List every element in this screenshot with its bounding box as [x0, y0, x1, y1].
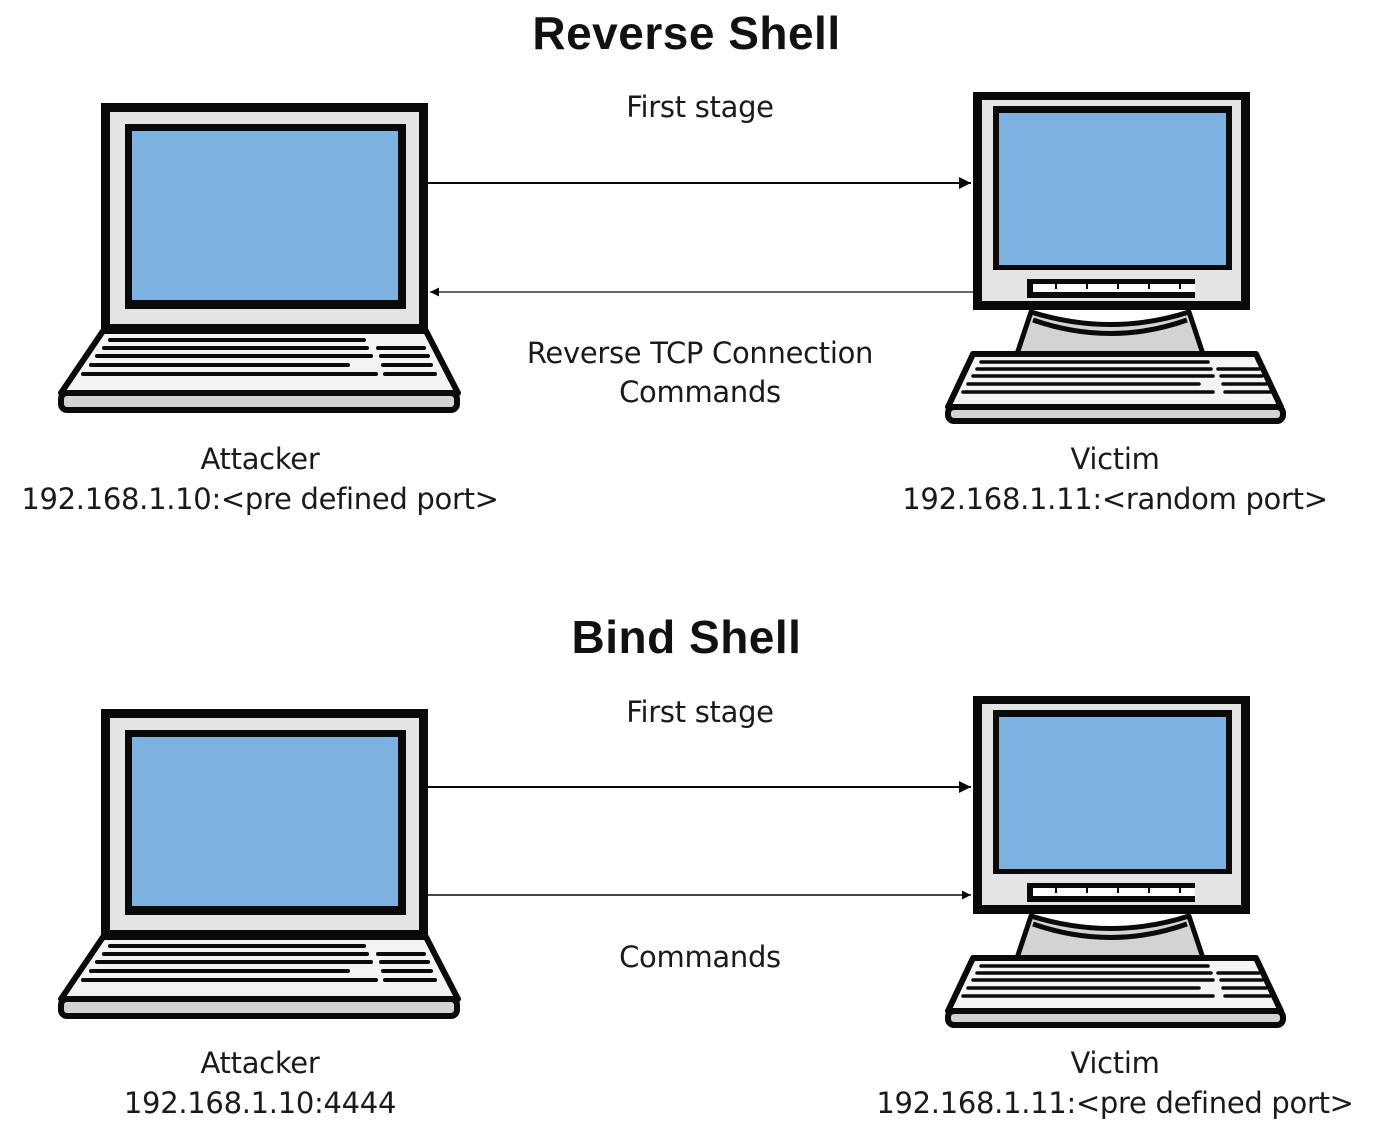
bind-attacker-name: Attacker — [200, 1046, 320, 1080]
bind-victim-desktop-icon — [948, 696, 1283, 1025]
bind-victim-name: Victim — [1070, 1046, 1160, 1080]
reverse-tcp-connection-label: Reverse TCP Connection — [526, 336, 874, 370]
reverse-first-stage-label: First stage — [626, 90, 774, 124]
reverse-attacker-address: 192.168.1.10:<pre defined port> — [21, 482, 499, 516]
reverse-shell-title: Reverse Shell — [532, 7, 841, 59]
reverse-commands-label: Commands — [619, 375, 781, 409]
bind-shell-title: Bind Shell — [571, 611, 802, 663]
bind-victim-address: 192.168.1.11:<pre defined port> — [876, 1086, 1354, 1120]
bind-attacker-address: 192.168.1.10:4444 — [123, 1086, 397, 1120]
reverse-attacker-laptop-icon — [61, 103, 458, 410]
reverse-victim-address: 192.168.1.11:<random port> — [902, 482, 1328, 516]
reverse-attacker-name: Attacker — [200, 442, 320, 476]
bind-first-stage-label: First stage — [626, 695, 774, 729]
reverse-victim-name: Victim — [1070, 442, 1160, 476]
bind-attacker-laptop-icon — [61, 709, 458, 1016]
bind-commands-label: Commands — [619, 940, 781, 974]
reverse-victim-desktop-icon — [948, 92, 1283, 421]
